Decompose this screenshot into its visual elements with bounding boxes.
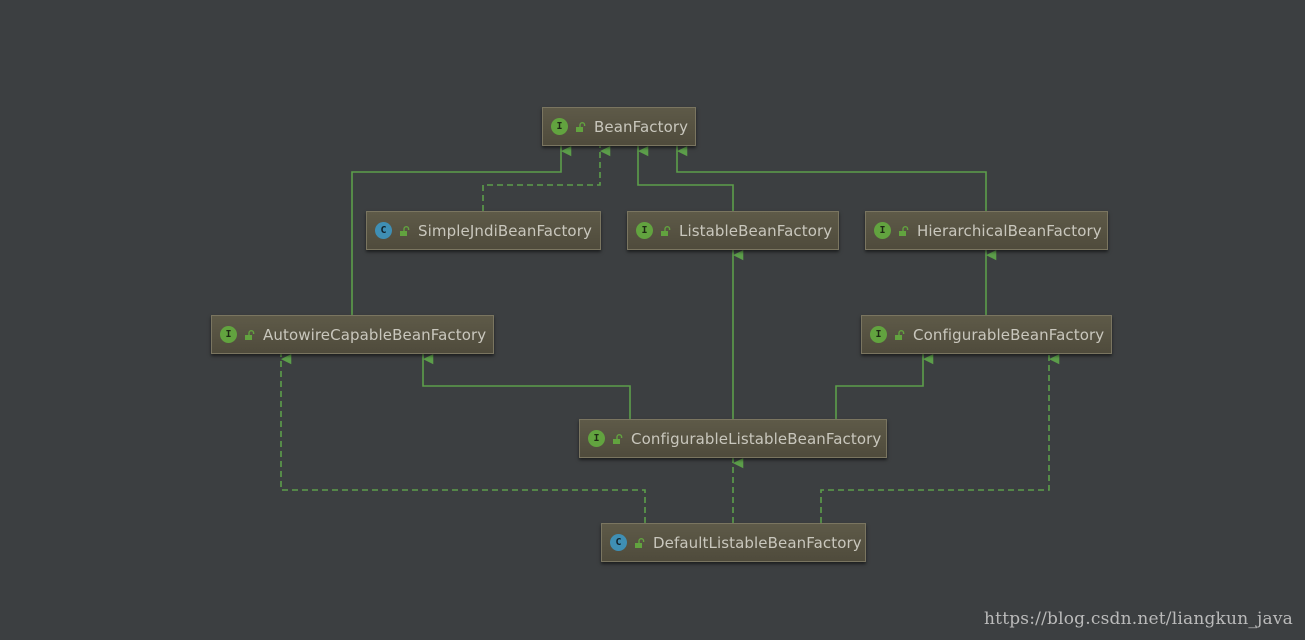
node-label: ConfigurableListableBeanFactory <box>631 429 882 448</box>
class-icon: C <box>610 534 627 551</box>
node-autowire-capable-bean-factory[interactable]: I AutowireCapableBeanFactory <box>211 315 494 354</box>
edge-autowire-capable-bean-factory-to-bean-factory <box>351 146 572 315</box>
edge-hierarchical-bean-factory-to-bean-factory <box>676 146 987 211</box>
node-configurable-listable-bean-factory[interactable]: I ConfigurableListableBeanFactory <box>579 419 887 458</box>
edge-default-listable-bean-factory-to-autowire-capable-bean-factory <box>280 354 646 523</box>
node-hierarchical-bean-factory[interactable]: I HierarchicalBeanFactory <box>865 211 1108 250</box>
edge-listable-bean-factory-to-bean-factory <box>637 146 734 211</box>
class-icon: C <box>375 222 392 239</box>
watermark: https://blog.csdn.net/liangkun_java <box>984 609 1293 629</box>
node-label: BeanFactory <box>594 117 689 136</box>
interface-icon: I <box>874 222 891 239</box>
unlocked-icon <box>635 537 645 548</box>
unlocked-icon <box>613 433 623 444</box>
interface-icon: I <box>551 118 568 135</box>
node-label: ListableBeanFactory <box>679 221 833 240</box>
edge-configurable-listable-bean-factory-to-autowire-capable-bean-factory <box>422 354 631 419</box>
interface-icon: I <box>588 430 605 447</box>
unlocked-icon <box>895 329 905 340</box>
node-label: ConfigurableBeanFactory <box>913 325 1105 344</box>
unlocked-icon <box>899 225 909 236</box>
edge-simple-jndi-bean-factory-to-bean-factory <box>482 146 611 211</box>
node-label: AutowireCapableBeanFactory <box>263 325 487 344</box>
unlocked-icon <box>576 121 586 132</box>
node-configurable-bean-factory[interactable]: I ConfigurableBeanFactory <box>861 315 1112 354</box>
unlocked-icon <box>245 329 255 340</box>
interface-icon: I <box>636 222 653 239</box>
node-label: HierarchicalBeanFactory <box>917 221 1102 240</box>
node-simple-jndi-bean-factory[interactable]: C SimpleJndiBeanFactory <box>366 211 601 250</box>
node-label: DefaultListableBeanFactory <box>653 533 862 552</box>
edge-configurable-listable-bean-factory-to-configurable-bean-factory <box>835 354 934 419</box>
node-default-listable-bean-factory[interactable]: C DefaultListableBeanFactory <box>601 523 866 562</box>
node-label: SimpleJndiBeanFactory <box>418 221 592 240</box>
unlocked-icon <box>661 225 671 236</box>
unlocked-icon <box>400 225 410 236</box>
interface-icon: I <box>220 326 237 343</box>
interface-icon: I <box>870 326 887 343</box>
node-listable-bean-factory[interactable]: I ListableBeanFactory <box>627 211 839 250</box>
node-bean-factory[interactable]: I BeanFactory <box>542 107 696 146</box>
